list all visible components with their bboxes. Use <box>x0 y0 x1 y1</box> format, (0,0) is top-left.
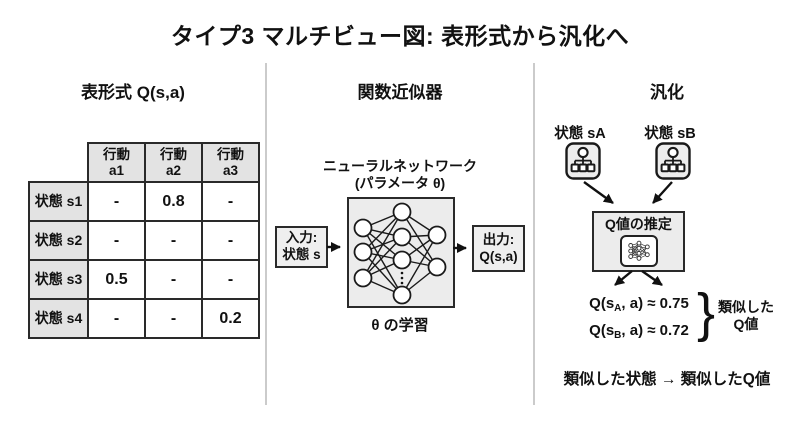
q-estimation-label: Q値の推定 <box>605 216 672 232</box>
col-header-a3: 行動 a3 <box>201 142 260 183</box>
eq-a-suffix: , a) ≈ 0.75 <box>621 295 689 312</box>
q-value-equation-a: Q(sA, a) ≈ 0.75 <box>578 295 700 314</box>
q-table: 行動 a1 行動 a2 行動 a3 状態 s1 - 0.8 - 状態 s2 - … <box>28 142 260 339</box>
panel-divider-left <box>265 63 267 405</box>
eq-b-suffix: , a) ≈ 0.72 <box>621 322 689 339</box>
cell-s1-a1: - <box>87 181 146 222</box>
neural-network-icon <box>353 202 447 305</box>
approximator-panel-heading: 関数近似器 <box>357 83 443 102</box>
cell-s3-a2: - <box>144 259 203 300</box>
arrow-estimator-to-eq-b <box>641 270 663 286</box>
arrow-state-b-to-estimator <box>652 181 673 204</box>
cell-s4-a2: - <box>144 298 203 339</box>
input-box: 入力: 状態 s <box>275 226 328 268</box>
table-header-row: 行動 a1 行動 a2 行動 a3 <box>29 142 260 183</box>
table-row: 状態 s2 - - - <box>28 220 260 261</box>
cell-s1-a3: - <box>201 181 260 222</box>
page-title: タイプ3 マルチビュー図: 表形式から汎化へ <box>170 23 630 49</box>
panel-divider-right <box>533 63 535 405</box>
cell-s2-a3: - <box>201 220 260 261</box>
cell-s1-a2: 0.8 <box>144 181 203 222</box>
state-b-label: 状態 sB <box>644 126 696 142</box>
table-row: 状態 s1 - 0.8 - <box>28 181 260 222</box>
org-chart-icon-state-a <box>565 142 601 180</box>
eq-b-prefix: Q(s <box>589 322 615 339</box>
generalization-panel-heading: 汎化 <box>650 83 684 102</box>
col-header-a1: 行動 a1 <box>87 142 146 183</box>
row-header-s2: 状態 s2 <box>28 220 89 261</box>
similar-q-values-label: 類似した Q値 <box>718 299 774 332</box>
q-value-equation-b: Q(sB, a) ≈ 0.72 <box>578 322 700 341</box>
table-row: 状態 s4 - - 0.2 <box>28 298 260 339</box>
neural-network-box <box>347 197 455 308</box>
mini-network-icon <box>619 235 658 267</box>
col-header-a2: 行動 a2 <box>144 142 203 183</box>
cell-s4-a1: - <box>87 298 146 339</box>
cell-s2-a1: - <box>87 220 146 261</box>
generalization-note: 類似した状態 → 類似したQ値 <box>563 371 771 388</box>
curly-brace: } <box>697 283 716 343</box>
eq-a-subscript: A <box>614 303 622 314</box>
cell-s3-a3: - <box>201 259 260 300</box>
table-row: 状態 s3 0.5 - - <box>28 259 260 300</box>
row-header-s1: 状態 s1 <box>28 181 89 222</box>
nn-subtitle: (パラメータ θ) <box>354 175 446 191</box>
eq-b-subscript: B <box>614 330 622 341</box>
row-header-s3: 状態 s3 <box>28 259 89 300</box>
q-estimation-box: Q値の推定 <box>592 211 685 272</box>
cell-s2-a2: - <box>144 220 203 261</box>
table-corner-cell <box>29 143 88 182</box>
output-box: 出力: Q(s,a) <box>472 225 525 272</box>
row-header-s4: 状態 s4 <box>28 298 89 339</box>
cell-s3-a1: 0.5 <box>87 259 146 300</box>
arrow-estimator-to-eq-a <box>614 270 633 286</box>
org-chart-icon-state-b <box>655 142 691 180</box>
nn-caption: θ の学習 <box>371 317 429 334</box>
nn-title: ニューラルネットワーク <box>323 158 477 174</box>
arrow-state-a-to-estimator <box>583 181 614 204</box>
tabular-panel-heading: 表形式 Q(s,a) <box>81 83 185 102</box>
state-a-label: 状態 sA <box>554 126 606 142</box>
cell-s4-a3: 0.2 <box>201 298 260 339</box>
eq-a-prefix: Q(s <box>589 295 615 312</box>
